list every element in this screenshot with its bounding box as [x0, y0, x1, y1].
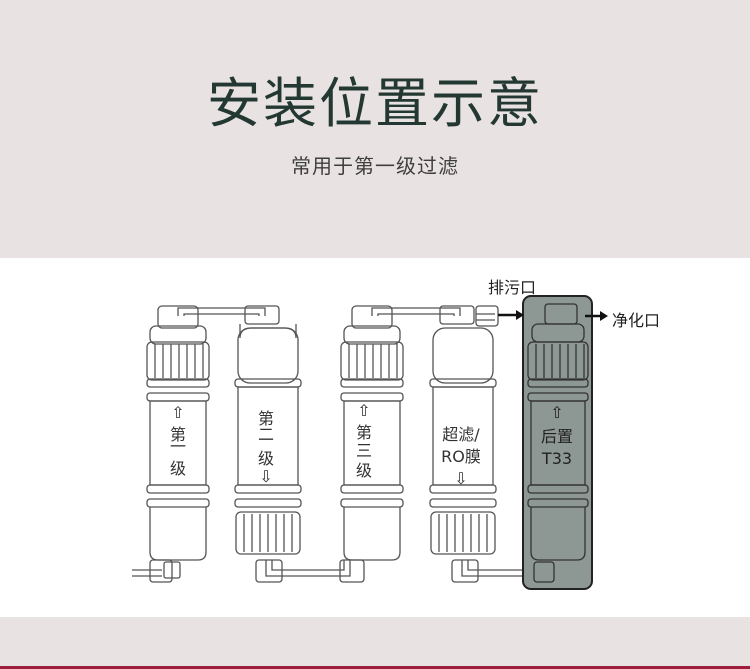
stage-2-label-2: 二: [258, 425, 274, 444]
stage-3-label-3: 级: [356, 461, 372, 480]
stage-4-flow-arrow: ⇩: [454, 469, 467, 488]
drain-outlet-label: 排污口: [488, 278, 536, 297]
filter-cartridge-3: [339, 305, 404, 583]
stage-3-label-1: 第: [356, 423, 372, 442]
drain-outlet-arrow: [498, 310, 524, 320]
pure-outlet-arrow: [585, 311, 608, 321]
stage-5-flow-arrow: ⇧: [550, 403, 563, 422]
pure-outlet-label: 净化口: [612, 311, 660, 330]
footer-band: [0, 617, 750, 666]
stage-1-flow-arrow: ⇧: [171, 403, 184, 422]
page-title: 安装位置示意: [207, 72, 543, 135]
stage-2-flow-arrow: ⇩: [259, 467, 272, 486]
filter-cartridge-1: [146, 305, 210, 583]
filter-cartridge-5-highlight: [522, 295, 593, 590]
header-band: 安装位置示意 常用于第一级过滤: [0, 0, 750, 258]
stage-2-label-1: 第: [258, 409, 274, 428]
stage-5-label-1: 后置: [541, 427, 573, 446]
filter-cartridge-2: [234, 305, 302, 583]
pipe-network: [132, 307, 540, 577]
stage-3-label-2: 三: [356, 441, 372, 460]
filter-diagram-svg: 排污口 净化口 ⇧ 第 一 级 第 二 级 ⇩ ⇧ 第 三 级 超滤/ RO膜 …: [132, 278, 660, 590]
stage-1-label-1: 第: [170, 425, 186, 444]
installation-diagram: 排污口 净化口 ⇧ 第 一 级 第 二 级 ⇩ ⇧ 第 三 级 超滤/ RO膜 …: [0, 258, 750, 617]
stage-3-flow-arrow: ⇧: [357, 401, 370, 420]
filter-cartridge-4: [429, 305, 499, 583]
stage-4-label-2: RO膜: [441, 447, 481, 466]
stage-1-label-3: 级: [170, 459, 186, 478]
stage-5-label-2: T33: [541, 449, 572, 468]
stage-2-label-3: 级: [258, 449, 274, 468]
page-subtitle: 常用于第一级过滤: [291, 154, 459, 178]
stage-1-label-2: 一: [170, 437, 186, 456]
footer-accent-line: [0, 666, 750, 669]
stage-4-label-1: 超滤/: [442, 425, 480, 444]
